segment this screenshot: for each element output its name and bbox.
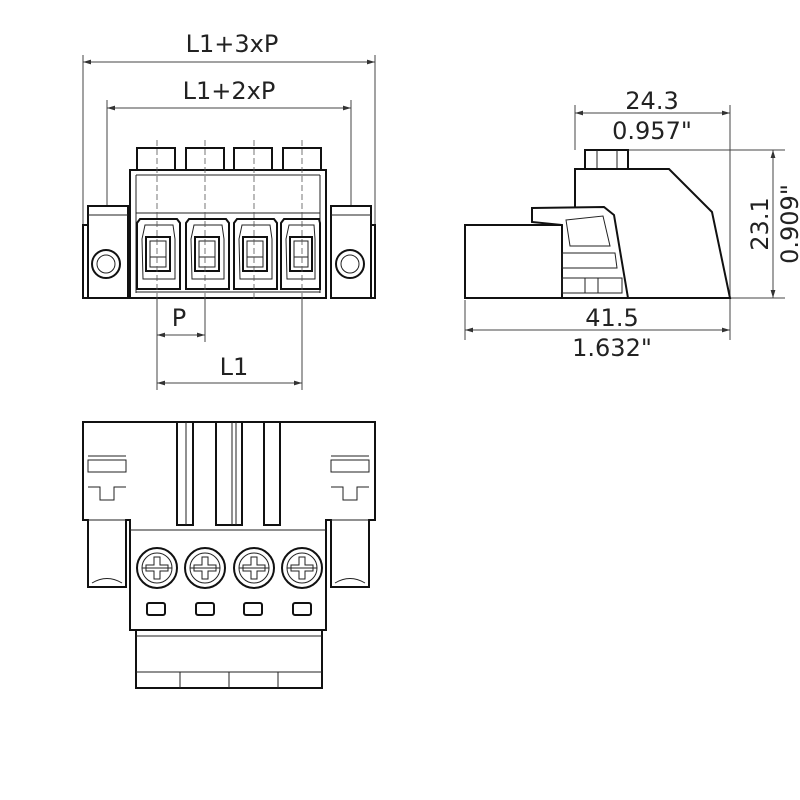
length-in-label: 1.632" <box>572 334 652 362</box>
length-mm-label: 41.5 <box>585 304 638 332</box>
test-port <box>292 602 312 616</box>
test-port <box>146 602 166 616</box>
dim-l1-label: L1 <box>220 353 249 381</box>
screw <box>281 547 323 589</box>
front-view: L1+3xP L1+2xP P L1 <box>82 30 376 390</box>
test-port <box>243 602 263 616</box>
test-port <box>195 602 215 616</box>
wire-entry <box>233 218 278 290</box>
bottom-view <box>82 421 376 689</box>
wire-entries <box>136 218 321 290</box>
dim-overall-label: L1+3xP <box>186 30 279 58</box>
wire-entry <box>280 218 321 290</box>
wire-entry <box>185 218 230 290</box>
screw <box>233 547 275 589</box>
side-view: 24.3 0.957" 23.1 0.909" 41.5 1.632" <box>464 87 800 362</box>
screw-hole-left <box>91 249 121 279</box>
screw <box>136 547 178 589</box>
wire-entry <box>136 218 181 290</box>
height-in-label: 0.909" <box>776 184 800 264</box>
dim-pitch-label: P <box>172 304 186 332</box>
screws <box>136 547 323 589</box>
screw-hole-right <box>335 249 365 279</box>
dim-inner-label: L1+2xP <box>183 77 276 105</box>
depth-in-label: 0.957" <box>612 117 692 145</box>
screw <box>184 547 226 589</box>
height-mm-label: 23.1 <box>746 197 774 250</box>
depth-mm-label: 24.3 <box>625 87 678 115</box>
